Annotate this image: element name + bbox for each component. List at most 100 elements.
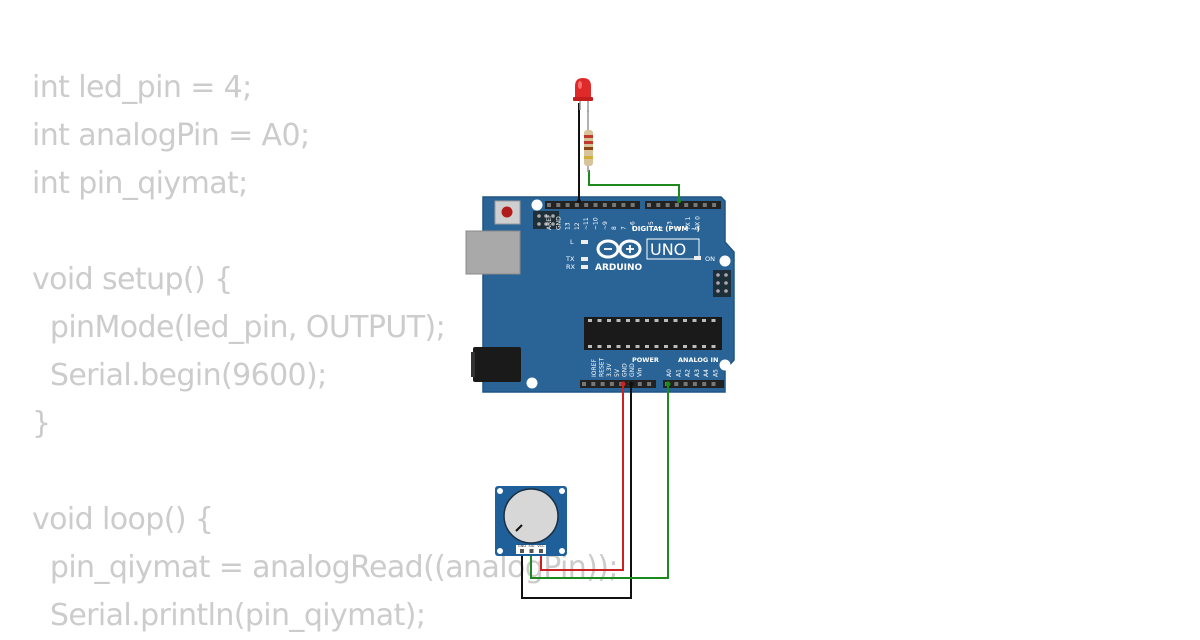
pin-label: 7 [620,226,627,230]
header-pin[interactable] [656,203,661,207]
header-pin[interactable] [593,203,598,207]
icsp-header-2 [713,270,731,297]
chip-pin [597,345,602,348]
pot-pin-label: GND [518,544,526,548]
header-pin[interactable] [684,203,689,207]
pot-pin[interactable] [539,549,543,553]
code-line: Serial.println(pin_qiymat); [32,598,426,633]
wire-gnd-gnd[interactable] [521,384,632,599]
pin-label: Vin [637,367,644,377]
header-pin[interactable] [665,203,670,207]
pot-pin[interactable] [529,549,534,553]
on-led [694,256,701,260]
pot-knob[interactable] [503,488,559,544]
wire-resistor-pin4[interactable] [588,170,680,201]
chip-pin [692,319,697,322]
power-jack [473,347,521,382]
chip-pin [635,319,640,322]
chip-pin [673,319,678,322]
chip-pin [711,319,716,322]
pin-label: 5V [614,368,621,377]
header-pin[interactable] [711,382,716,386]
icsp-header [533,211,559,229]
chip-pin [664,345,668,348]
header-pin[interactable] [702,203,707,207]
wire-5v-vcc[interactable] [540,384,624,571]
chip-pin [597,319,602,322]
on-led-label: ON [705,255,715,263]
pin-label: 13 [565,222,572,230]
header-pin[interactable] [674,203,679,207]
pin-label: GND [555,216,562,230]
chip-pin [711,345,716,348]
resistor[interactable] [584,110,593,172]
header-pin[interactable] [692,382,697,386]
power-analog-header[interactable] [580,380,724,388]
pin-label: A2 [685,369,692,377]
wire-a0-sig[interactable] [530,384,669,579]
chip-pin [702,345,706,348]
chip-pin [654,319,659,322]
chip-pin [664,319,668,322]
header-pin[interactable] [547,203,551,207]
chip-pin [702,319,706,322]
header-pin[interactable] [683,382,688,386]
header-pin[interactable] [565,203,570,207]
pin-label: A0 [666,369,673,377]
header-pin[interactable] [630,203,635,207]
uno-label: UNO [650,240,686,259]
pin-label: 3.3V [606,362,613,377]
arduino-logo-text: ARDUINO [595,263,643,273]
reset-button[interactable] [494,200,521,225]
header-pin[interactable] [582,382,586,386]
rx-led-label: RX [566,263,576,271]
header-pin[interactable] [637,382,642,386]
header-pin[interactable] [591,382,596,386]
pot-pin[interactable] [520,549,524,553]
l-led [581,240,588,244]
code-line: void setup() { [32,262,233,297]
rx-led [581,265,588,269]
chip-pin [673,345,678,348]
analog-in-label: ANALOG IN [678,356,718,364]
code-line: int led_pin = 4; [32,70,252,105]
header-pin[interactable] [702,382,707,386]
red-led[interactable] [573,78,593,112]
atmega-chip [584,317,722,350]
pin-label: A4 [703,369,710,377]
header-pin[interactable] [674,382,679,386]
code-line: } [32,406,51,441]
header-pin[interactable] [584,203,589,207]
header-pin[interactable] [574,203,579,207]
header-pin[interactable] [609,382,614,386]
header-pin[interactable] [712,203,717,207]
pin-label: 4 [657,226,664,230]
chip-pin [654,345,659,348]
header-pin[interactable] [600,382,605,386]
header-pin[interactable] [621,203,626,207]
pin-label: ~6 [630,221,637,230]
header-pin[interactable] [602,203,607,207]
header-pin[interactable] [647,203,651,207]
uno-label-frame [646,238,700,260]
header-pin[interactable] [693,203,698,207]
digital-header[interactable] [545,201,721,209]
pin-label: RX 0 [695,216,702,230]
chip-pin [626,319,630,322]
pot-pin-label: SIG [529,544,535,548]
power-label: POWER [632,356,659,364]
header-pin[interactable] [556,203,561,207]
chip-pin [645,345,649,348]
mounting-hole [531,199,543,211]
pin-label: 8 [611,226,618,230]
header-pin[interactable] [612,203,617,207]
arduino-infinity-logo [596,239,642,259]
pin-label: ~10 [593,217,600,230]
chip-pin [683,345,687,348]
mounting-hole [719,359,731,371]
pin-label: GND [621,363,628,377]
header-pin[interactable] [647,382,652,386]
pin-label: 12 [574,222,581,230]
